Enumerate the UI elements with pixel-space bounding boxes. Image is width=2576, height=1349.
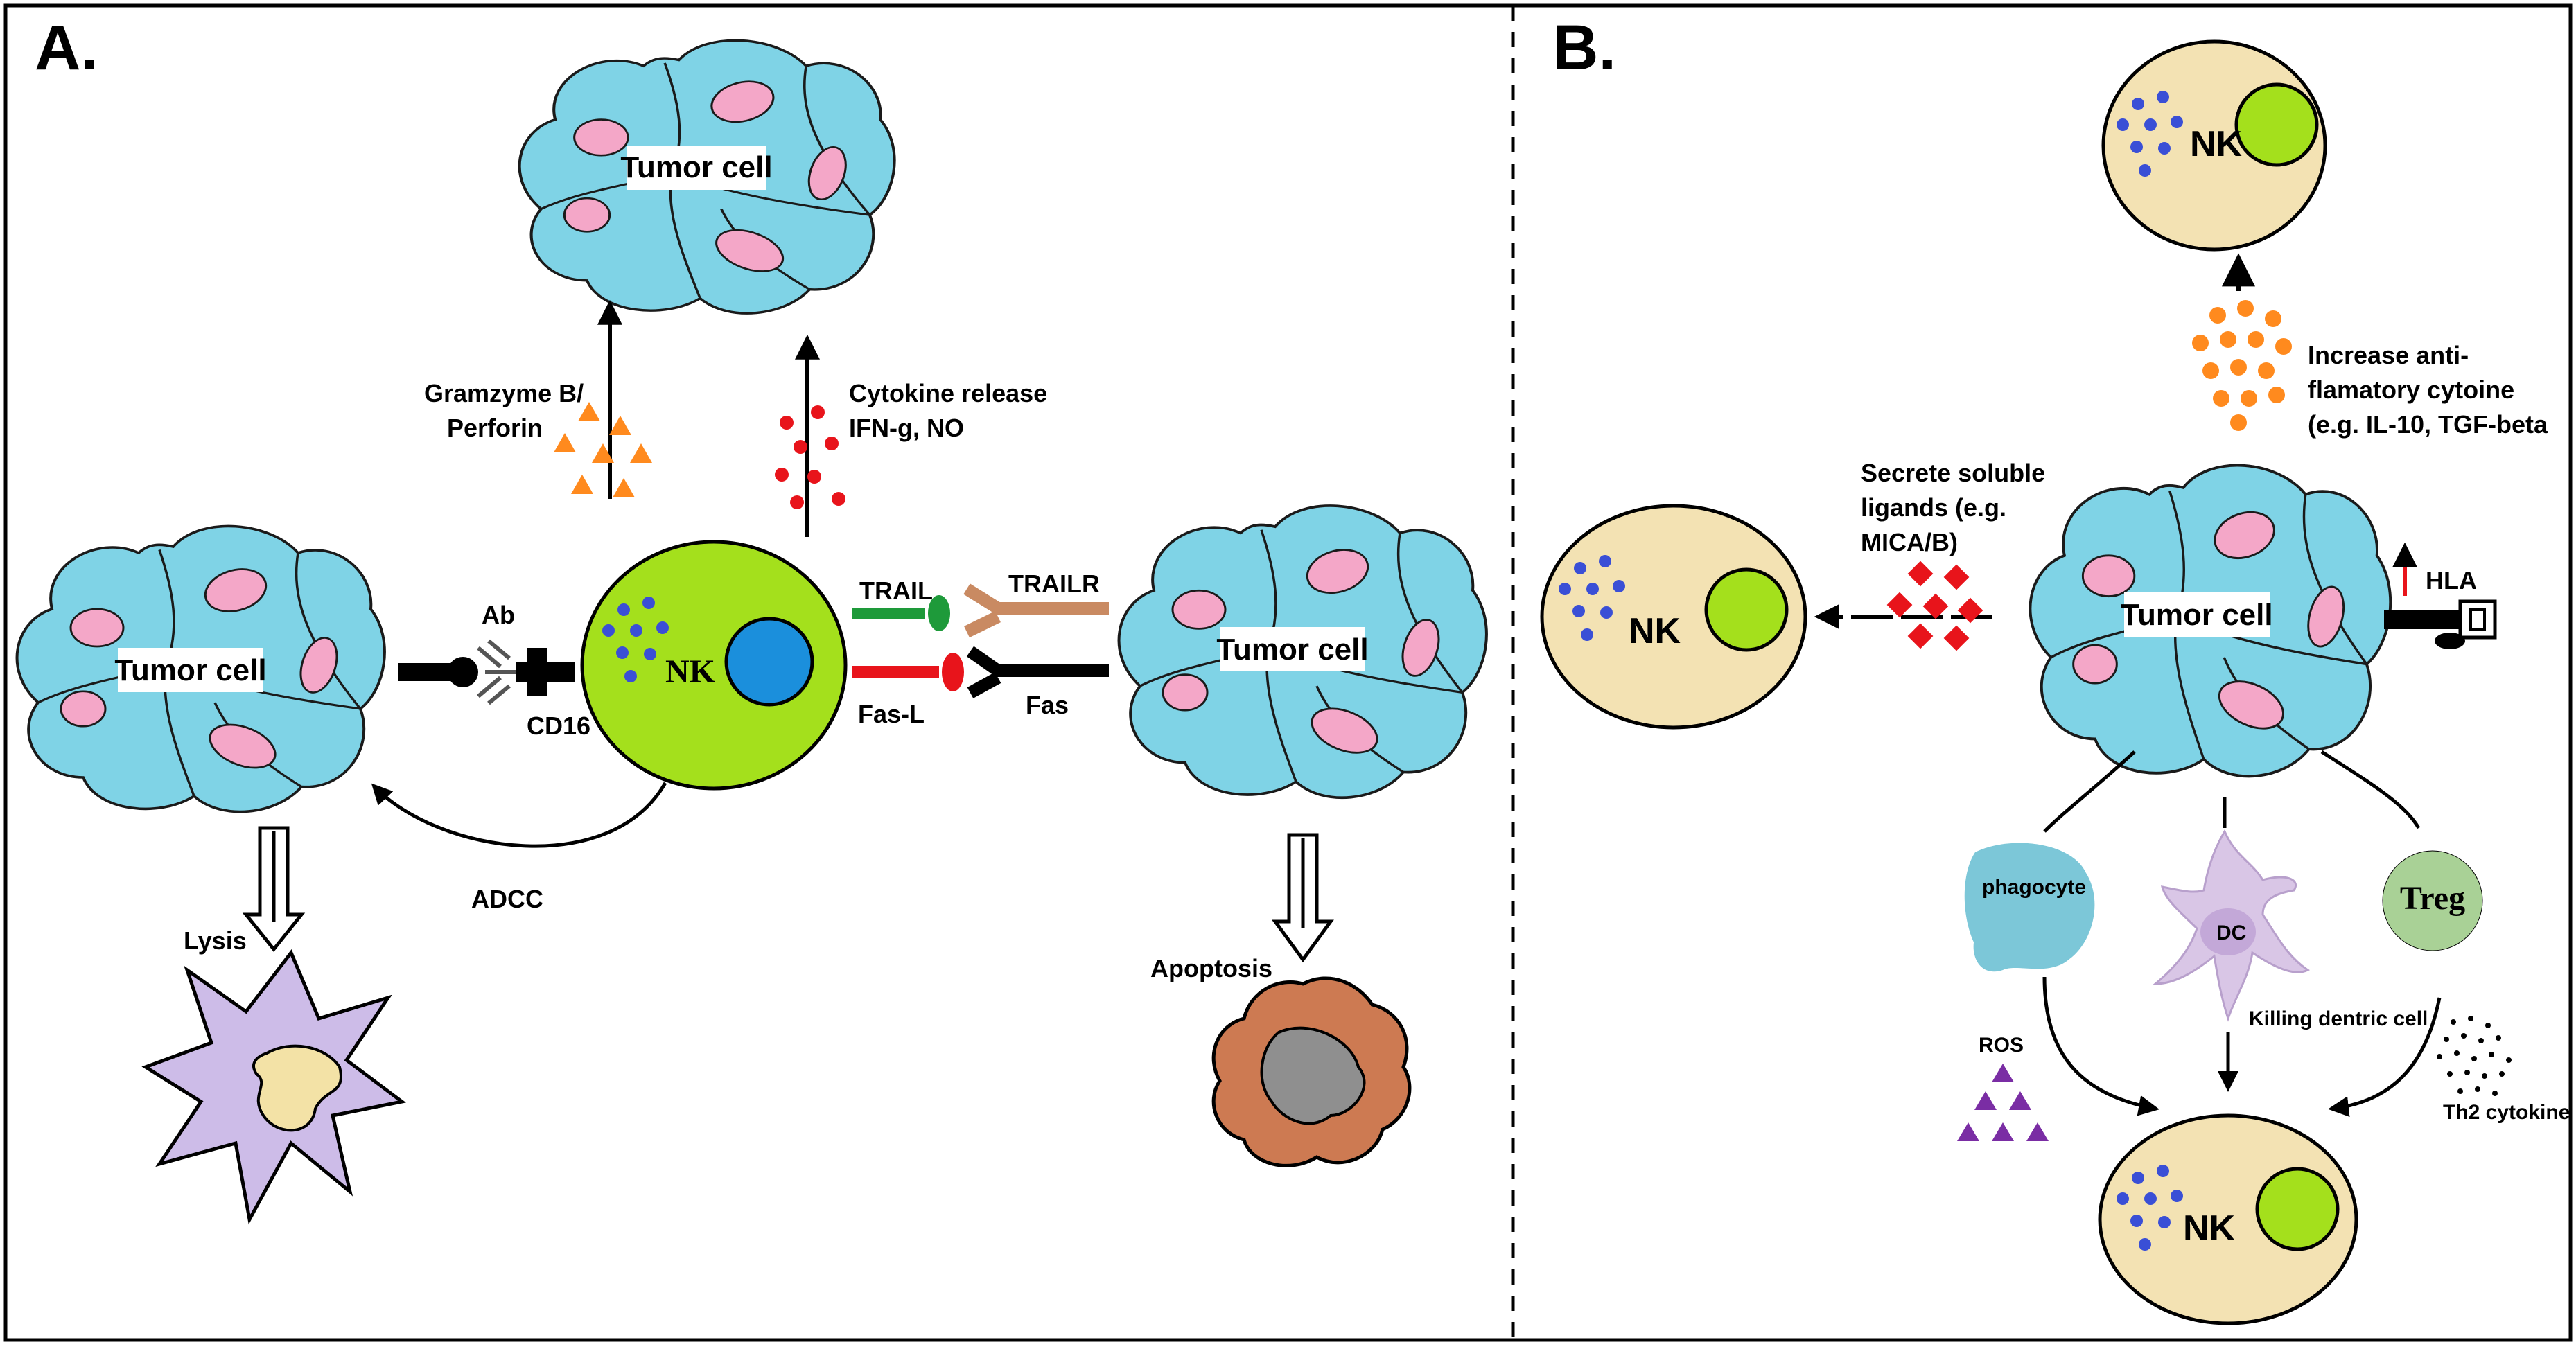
phagocyte-label: phagocyte: [1982, 876, 2086, 899]
nk-cell-bottom-nucleus: [2255, 1167, 2340, 1251]
lysis-arrow: [242, 826, 306, 953]
apoptotic-nucleus: [1260, 1026, 1366, 1125]
fasl-label: Fas-L: [858, 700, 925, 728]
fasl-ligand-head: [942, 653, 964, 691]
killing-dc-label: Killing dentric cell: [2249, 1007, 2428, 1030]
trailr-label: TRAILR: [1008, 570, 1100, 598]
cd16-receptor: [516, 648, 575, 696]
apoptosis-label: Apoptosis: [1150, 954, 1272, 982]
dc-label: DC: [2216, 922, 2246, 944]
nk-cell-left-nucleus: [1704, 567, 1789, 652]
ab-label: Ab: [482, 601, 515, 629]
fas-label: Fas: [1026, 691, 1069, 719]
figure-border: [3, 3, 2573, 1342]
branch-treg: [2320, 750, 2421, 829]
cytokine-label-1: Cytokine release: [849, 379, 1047, 407]
nk-cell-nucleus: [724, 617, 814, 707]
granzyme-label-1: Gramzyme B/: [424, 379, 584, 407]
adcc-arrow: [371, 782, 667, 848]
anti-inflam-label-2: flamatory cytoine: [2308, 376, 2514, 404]
lysed-nucleus: [252, 1044, 342, 1132]
th2-cytokine-dots: [2437, 1016, 2512, 1096]
panel-b-letter: B.: [1552, 12, 1616, 83]
branch-phagocyte: [2043, 750, 2136, 833]
phagocyte-cell: [1964, 843, 2095, 972]
nk-cell-top-nucleus: [2234, 82, 2319, 167]
cytokine-granules: [775, 405, 845, 509]
apoptosis-arrow: [1272, 833, 1334, 963]
treg-cell: [2382, 850, 2483, 951]
trailr-receptor: [963, 583, 1109, 638]
secrete-label-1: Secrete soluble: [1861, 459, 2045, 487]
nk-top-label: NK: [2190, 124, 2243, 164]
panel-a-letter: A.: [35, 12, 98, 83]
treg-label: Treg: [2400, 880, 2465, 917]
fas-receptor: [966, 646, 1109, 698]
antibody-icon: [477, 639, 516, 705]
secrete-label-3: MICA/B): [1861, 528, 1958, 556]
anti-inflam-label-3: (e.g. IL-10, TGF-beta: [2308, 410, 2548, 439]
treg-to-nk-arrow: [2328, 997, 2442, 1118]
adcc-label: ADCC: [471, 885, 543, 913]
phagocyte-to-nk-arrow: [2042, 976, 2159, 1116]
granzyme-label-2: Perforin: [447, 414, 543, 442]
trail-ligand-head: [928, 595, 950, 631]
hla-label: HLA: [2426, 566, 2477, 594]
nk-cell-label: NK: [665, 653, 715, 690]
anti-inflam-label-1: Increase anti-: [2308, 341, 2469, 369]
tumor-cell-right-label-bg: [1220, 627, 1365, 671]
hla-molecule: [2384, 599, 2497, 649]
nk-bottom-label: NK: [2183, 1208, 2236, 1249]
ros-particles: [1957, 1064, 2049, 1141]
th2-label: Th2 cytokine: [2443, 1101, 2570, 1124]
tumor-cell-b-label: Tumor cell: [2121, 598, 2272, 632]
soluble-ligands: [1886, 561, 1983, 651]
tumor-cell-left-label: Tumor cell: [114, 653, 266, 687]
tumor-cell-b-label-bg: [2124, 592, 2270, 637]
tumor-cell-top-label: Tumor cell: [620, 150, 772, 184]
secrete-label-2: ligands (e.g.: [1861, 493, 2006, 522]
tumor-antigen-head: [448, 657, 478, 687]
dendritic-cell-nucleus: [2200, 908, 2256, 955]
cd16-label: CD16: [527, 712, 590, 740]
ros-label: ROS: [1979, 1034, 2024, 1057]
cytokine-label-2: IFN-g, NO: [849, 414, 964, 442]
lysis-label: Lysis: [184, 926, 247, 955]
tumor-cell-left-label-bg: [118, 648, 263, 692]
trail-label: TRAIL: [859, 576, 933, 605]
anti-inflammatory-cytokines: [2192, 300, 2292, 431]
tumor-cell-right-label: Tumor cell: [1216, 633, 1368, 667]
nk-left-label: NK: [1629, 611, 1681, 651]
granzyme-perforin-granules: [554, 402, 652, 497]
tumor-cell-top-label-bg: [627, 146, 766, 190]
